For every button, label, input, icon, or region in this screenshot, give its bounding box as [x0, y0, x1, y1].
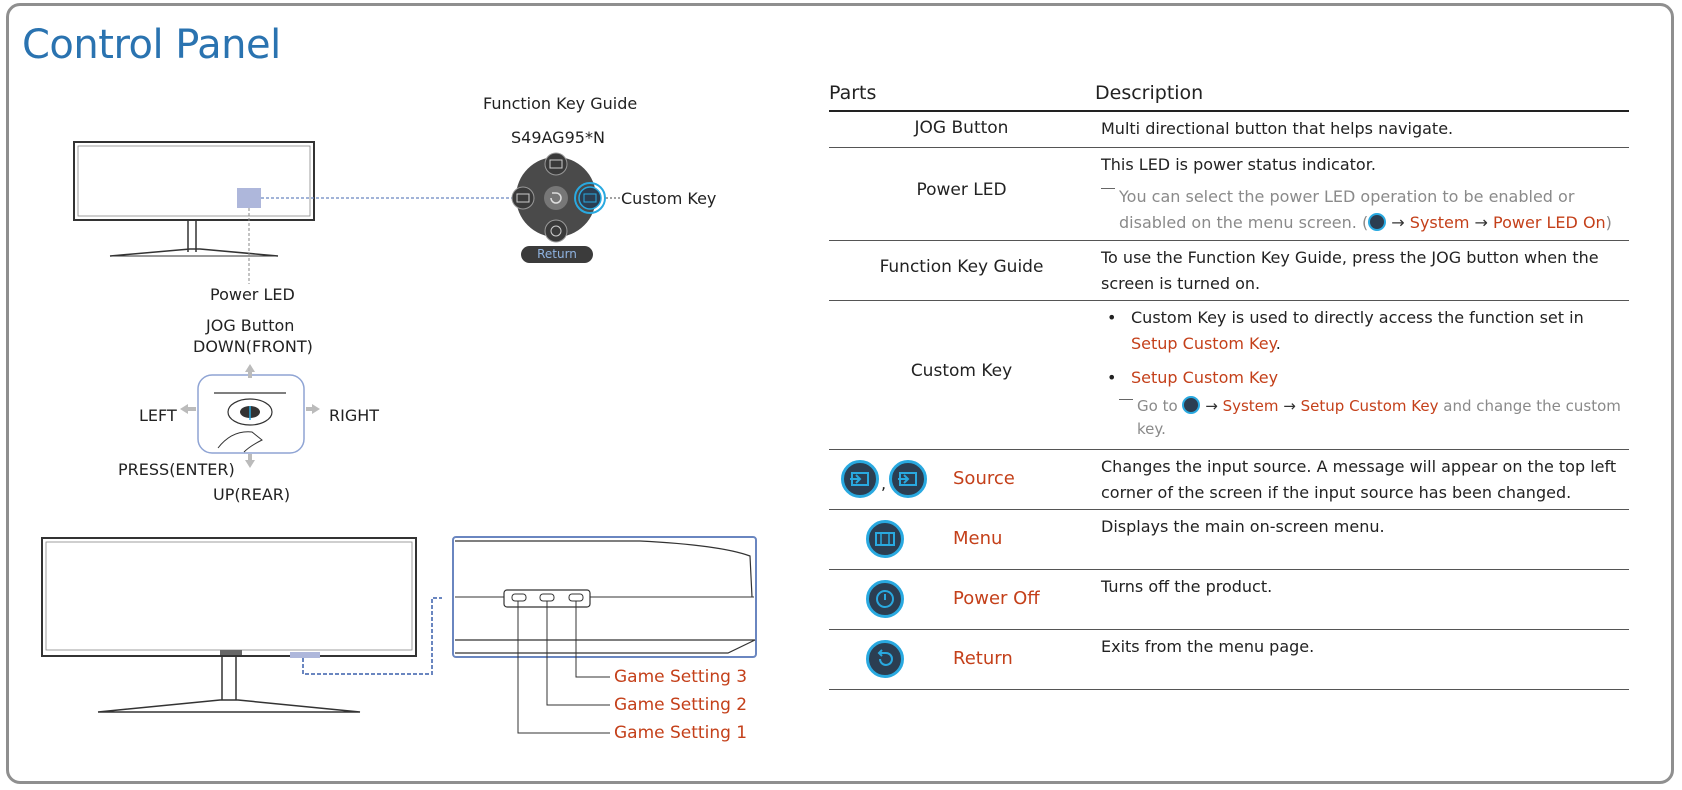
note-text: and change the custom key. [1137, 397, 1621, 438]
note-text: You can select the power LED operation t… [1119, 187, 1575, 232]
power-led-indicator [237, 188, 261, 208]
menu-icon [866, 520, 904, 558]
game-setting-zoom-box [452, 536, 757, 734]
model-label: S49AG95*N [511, 128, 605, 147]
return-icon [866, 640, 904, 678]
game-setting-1-label: Game Setting 1 [614, 723, 748, 743]
arrow-text: → [1283, 397, 1296, 415]
power-led-on-link[interactable]: Power LED On [1493, 213, 1606, 232]
part-power-led: Power LED [916, 180, 1007, 200]
setup-custom-key-heading[interactable]: Setup Custom Key [1131, 368, 1279, 387]
part-source: Source [953, 468, 1015, 489]
part-fkg: Function Key Guide [879, 257, 1044, 277]
setup-custom-key-link[interactable]: Setup Custom Key [1300, 397, 1439, 415]
jog-down-label: DOWN(FRONT) [193, 337, 313, 356]
table-row: Function Key Guide To use the Function K… [829, 241, 1629, 301]
menu-icon [1182, 396, 1201, 414]
power-led-label: Power LED [210, 285, 295, 304]
note-text: Go to [1137, 397, 1178, 415]
table-row: Power LED This LED is power status indic… [829, 148, 1629, 241]
custom-key-label: Custom Key [621, 189, 717, 208]
page-title: Control Panel [22, 22, 281, 68]
return-pill: Return [521, 246, 593, 263]
note-close: ) [1605, 213, 1612, 232]
jog-button-label: JOG Button [206, 316, 295, 335]
diagram-lines [41, 141, 757, 734]
setup-custom-key-link[interactable]: Setup Custom Key [1131, 334, 1276, 353]
table-row: Power Off Turns off the product. [829, 570, 1629, 630]
system-link[interactable]: System [1409, 213, 1470, 232]
icon-separator: , [881, 474, 887, 493]
jog-press-label: PRESS(ENTER) [118, 460, 235, 479]
desc-custom-key: Custom Key is used to directly access th… [1101, 305, 1621, 441]
header-rule [829, 110, 1629, 112]
desc-return: Exits from the menu page. [1101, 637, 1315, 656]
part-return: Return [953, 648, 1013, 669]
monitor-front-illustration [73, 141, 315, 257]
power-led-note: You can select the power LED operation t… [1101, 184, 1621, 236]
part-custom-key: Custom Key [910, 361, 1013, 381]
source-icon [841, 460, 879, 498]
function-key-guide-wheel [511, 152, 620, 243]
custom-key-note: Go to → System → Setup Custom Key and ch… [1101, 395, 1621, 441]
header-description: Description [1095, 82, 1204, 104]
custom-key-bullet-1: Custom Key is used to directly access th… [1101, 305, 1621, 357]
table-row: Menu Displays the main on-screen menu. [829, 510, 1629, 570]
part-jog: JOG Button [914, 118, 1009, 138]
custom-key-bullet-2: Setup Custom Key [1101, 365, 1621, 391]
monitor-bottom-illustration [41, 537, 442, 713]
system-link[interactable]: System [1222, 397, 1279, 415]
arrow-text: → [1474, 213, 1488, 232]
table-row: JOG Button Multi directional button that… [829, 112, 1629, 148]
jog-button-illustration [180, 364, 320, 468]
source-icon [889, 460, 927, 498]
desc-source: Changes the input source. A message will… [1101, 457, 1617, 502]
part-menu: Menu [953, 528, 1003, 549]
arrow-text: → [1391, 213, 1405, 232]
table-row: Return Exits from the menu page. [829, 630, 1629, 690]
part-power-off: Power Off [953, 588, 1040, 609]
power-icon [866, 580, 904, 618]
page-frame [6, 3, 1674, 784]
menu-icon [1368, 213, 1387, 231]
jog-left-label: LEFT [139, 406, 177, 425]
game-setting-3-label: Game Setting 3 [614, 667, 748, 687]
bullet-end: . [1275, 334, 1281, 353]
desc-menu: Displays the main on-screen menu. [1101, 517, 1385, 536]
desc-power-led: This LED is power status indicator. You … [1101, 152, 1621, 236]
bullet-text: Custom Key is used to directly access th… [1131, 308, 1584, 327]
fkg-title: Function Key Guide [483, 94, 638, 113]
table-row: , Source Changes the input source. A mes… [829, 450, 1629, 510]
desc-power-led-text: This LED is power status indicator. [1101, 155, 1376, 174]
jog-right-label: RIGHT [329, 406, 380, 425]
header-parts: Parts [829, 82, 877, 104]
desc-power-off: Turns off the product. [1101, 577, 1273, 596]
jog-up-label: UP(REAR) [213, 485, 291, 504]
arrow-text: → [1205, 397, 1218, 415]
note-dash [1101, 188, 1115, 189]
game-setting-2-label: Game Setting 2 [614, 695, 748, 715]
desc-jog: Multi directional button that helps navi… [1101, 119, 1454, 138]
desc-fkg: To use the Function Key Guide, press the… [1101, 248, 1599, 293]
table-row: Custom Key Custom Key is used to directl… [829, 301, 1629, 450]
note-dash [1119, 399, 1133, 400]
